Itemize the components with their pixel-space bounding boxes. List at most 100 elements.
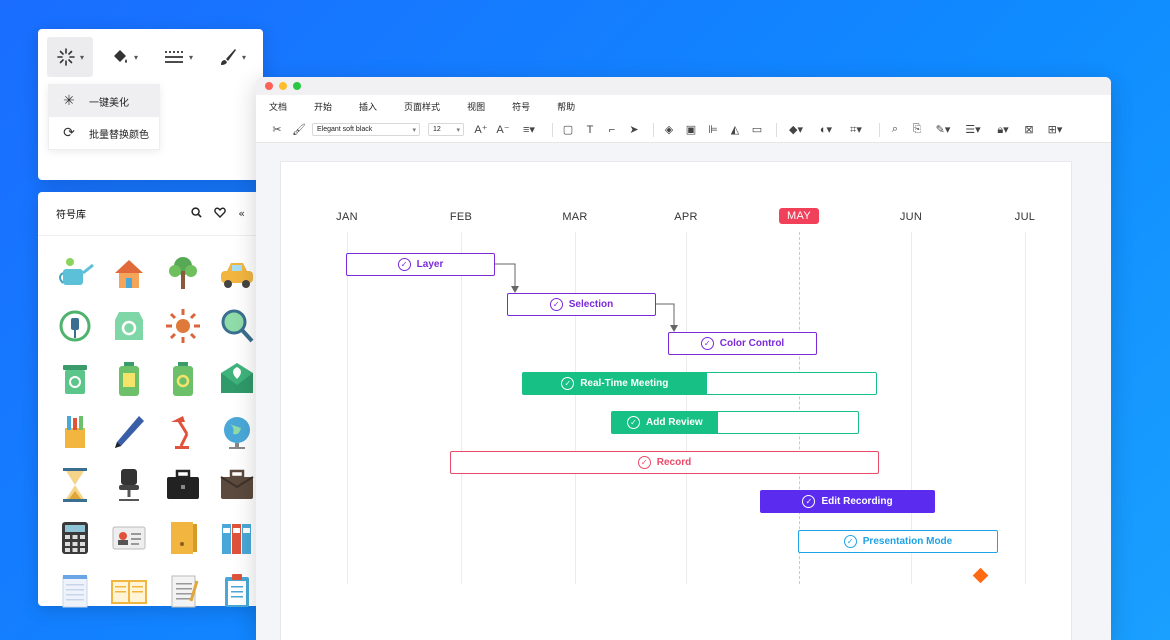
folder-yellow-icon[interactable] <box>156 511 210 564</box>
separator <box>552 122 553 137</box>
line-color-icon[interactable]: ✎▾ <box>935 124 951 136</box>
car-icon[interactable] <box>210 246 264 299</box>
menu-symbols[interactable]: 符号 <box>512 102 531 113</box>
month-label-apr: APR <box>674 211 698 223</box>
pointer-icon[interactable]: ➤ <box>629 124 639 136</box>
text-icon[interactable]: T <box>586 123 594 136</box>
more-icon[interactable]: ⊞▾ <box>1047 124 1063 136</box>
gantt-task-add-review[interactable]: ✓Add Review <box>611 411 859 434</box>
gantt-task-record[interactable]: ✓Record <box>450 451 879 474</box>
check-circle-icon: ✓ <box>549 298 563 311</box>
symbol-library-panel: 符号库 « <box>38 192 264 607</box>
pencil-cup-icon[interactable] <box>48 405 102 458</box>
cut-icon[interactable]: ✂ <box>272 124 282 136</box>
align-left-icon[interactable]: ⊫ <box>708 124 718 136</box>
month-gridline <box>1025 232 1026 584</box>
battery-icon[interactable] <box>102 352 156 405</box>
gantt-task-edit-recording[interactable]: ✓Edit Recording <box>760 490 935 513</box>
binders-icon[interactable] <box>210 511 264 564</box>
close-button[interactable] <box>265 82 273 90</box>
gantt-task-color-control[interactable]: ✓ Color Control <box>668 332 817 355</box>
layers-icon[interactable]: ◈ <box>664 124 674 136</box>
notepad-icon[interactable] <box>48 564 102 617</box>
menu-page-style[interactable]: 页面样式 <box>404 102 441 113</box>
menubar: 文档 开始 插入 页面样式 视图 符号 帮助 <box>256 95 1111 117</box>
briefcase-black-icon[interactable] <box>156 458 210 511</box>
connector-icon[interactable]: ⌐ <box>608 123 616 136</box>
line-style-icon[interactable]: ☰▾ <box>965 124 981 136</box>
dependency-line <box>656 303 675 326</box>
desk-lamp-icon[interactable] <box>156 405 210 458</box>
watering-can-icon[interactable] <box>48 246 102 299</box>
sun-icon[interactable] <box>156 299 210 352</box>
paint-bucket-icon[interactable]: ▾ <box>101 37 147 77</box>
maximize-button[interactable] <box>293 82 301 90</box>
calculator-icon[interactable] <box>48 511 102 564</box>
line-style-icon[interactable]: ▾ <box>164 51 193 63</box>
format-painter-icon[interactable]: 🖌︎ <box>292 124 306 136</box>
app-window: 文档 开始 插入 页面样式 视图 符号 帮助 ✂ 🖌︎ Elegant soft… <box>256 77 1111 640</box>
menu-document[interactable]: 文档 <box>269 102 288 113</box>
house-icon[interactable] <box>102 246 156 299</box>
menu-view[interactable]: 视图 <box>467 102 486 113</box>
increase-font-icon[interactable]: A⁺ <box>474 124 488 136</box>
search-icon[interactable] <box>191 206 202 221</box>
collapse-icon[interactable]: « <box>238 207 245 220</box>
trash-can-icon[interactable] <box>48 352 102 405</box>
minimize-button[interactable] <box>279 82 287 90</box>
sparkle-icon: ✳ <box>63 93 75 109</box>
library-title: 符号库 <box>56 210 86 221</box>
hourglass-icon[interactable] <box>48 458 102 511</box>
envelope-leaf-icon[interactable] <box>210 352 264 405</box>
clipboard-icon[interactable] <box>210 564 264 617</box>
font-size-select[interactable]: 12 <box>428 123 464 136</box>
font-family-select[interactable]: Elegant soft black <box>312 123 420 136</box>
heart-icon[interactable] <box>214 207 227 221</box>
id-card-icon[interactable] <box>102 511 156 564</box>
magic-wand-icon[interactable]: ▾ <box>47 37 93 77</box>
shape-style-icon[interactable]: ◐▾ <box>819 124 833 136</box>
crop-icon[interactable]: ⌗▾ <box>850 123 862 136</box>
plug-icon[interactable] <box>48 299 102 352</box>
size-icon[interactable]: ▭ <box>751 124 763 136</box>
find-replace-icon[interactable]: ⎘ <box>912 123 922 135</box>
dropdown-label: 批量替换颜色 <box>89 129 149 141</box>
rectangle-icon[interactable]: ▢ <box>562 124 574 136</box>
magnifier-icon[interactable] <box>210 299 264 352</box>
menu-help[interactable]: 帮助 <box>557 102 576 113</box>
month-label-may: MAY <box>779 208 819 224</box>
one-click-beautify-item[interactable]: ✳ 一键美化 <box>49 85 159 117</box>
battery-recycle-icon[interactable] <box>156 352 210 405</box>
tree-icon[interactable] <box>156 246 210 299</box>
milestone-diamond[interactable] <box>972 567 989 584</box>
decrease-font-icon[interactable]: A⁻ <box>496 124 510 136</box>
check-circle-icon: ✓ <box>700 337 714 350</box>
gantt-task-layout[interactable]: ✓Layer <box>346 253 495 276</box>
align-icon[interactable]: ≡▾ <box>523 124 535 136</box>
menu-start[interactable]: 开始 <box>314 102 333 113</box>
group-icon[interactable]: ▣ <box>685 124 697 136</box>
office-chair-icon[interactable] <box>102 458 156 511</box>
gantt-task-presentation-mode[interactable]: ✓Presentation Mode <box>798 530 998 553</box>
fit-icon[interactable]: ⊠ <box>1024 124 1034 136</box>
gantt-task-selection[interactable]: ✓Selection <box>507 293 656 316</box>
globe-icon[interactable] <box>210 405 264 458</box>
pen-icon[interactable] <box>102 405 156 458</box>
month-label-mar: MAR <box>562 211 588 223</box>
task-label: Color Control <box>719 338 785 349</box>
fill-color-icon[interactable]: ◆▾ <box>789 124 803 136</box>
gantt-task-real-time-meeting[interactable]: ✓Real-Time Meeting <box>522 372 877 395</box>
lock-icon[interactable]: 🔒︎▾ <box>997 123 1009 136</box>
brush-icon[interactable]: ▾ <box>209 37 255 77</box>
briefcase-brown-icon[interactable] <box>210 458 264 511</box>
batch-replace-color-item[interactable]: ⟳ 批量替换颜色 <box>49 117 159 149</box>
menu-insert[interactable]: 插入 <box>359 102 378 113</box>
search-icon[interactable]: ⌕ <box>891 123 899 135</box>
task-label: Real-Time Meeting <box>580 378 669 389</box>
recycle-tag-icon[interactable] <box>102 299 156 352</box>
notebook-icon[interactable] <box>156 564 210 617</box>
separator <box>653 122 654 137</box>
flip-icon[interactable]: ◭ <box>730 124 740 136</box>
open-book-icon[interactable] <box>102 564 156 617</box>
